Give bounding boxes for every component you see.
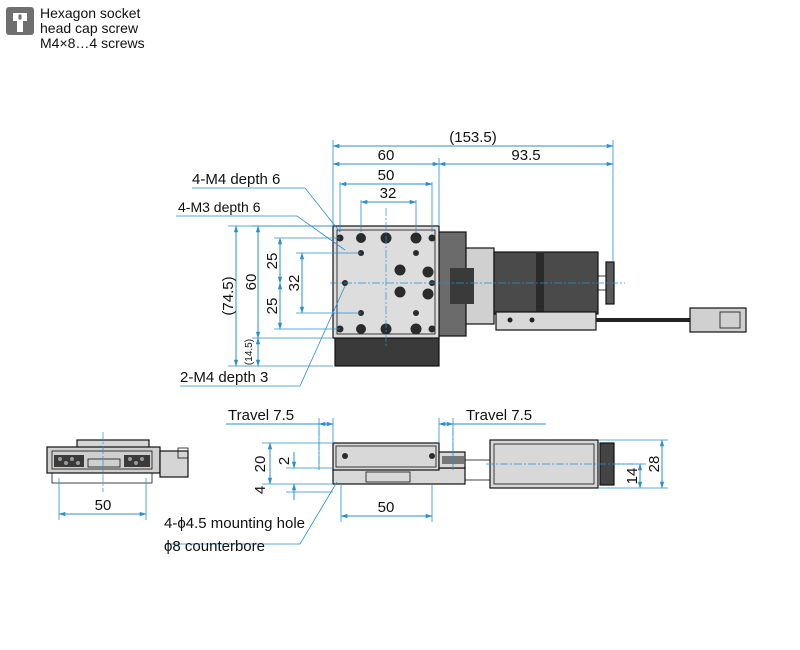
side-dim-14: 14 [624,468,641,485]
label-2-m4-depth-3: 2-M4 depth 3 [180,369,268,386]
side-dim-28: 28 [646,456,663,473]
counterbore-label: ϕ8 counterbore [164,538,265,555]
top-view-connector-detail [450,268,474,304]
label-4-m4-depth-6: 4-M4 depth 6 [192,171,280,188]
screw-note-line-2: head cap screw [40,20,139,36]
screw-note-line-1: Hexagon socket [40,5,141,21]
mounting-hole-label: 4-ϕ4.5 mounting hole [164,515,305,532]
screw-note-text: Hexagon socket head cap screw M4×8…4 scr… [40,6,145,51]
side-dim-4: 4 [252,486,269,494]
side-dim-20: 20 [252,456,269,473]
dim-upper-25: 25 [264,253,281,270]
dim-lower-25: 25 [264,298,281,315]
top-view-base [334,335,440,367]
travel-right-label: Travel 7.5 [466,407,532,424]
hex-socket-screw-icon [6,7,34,35]
dim-holes-50: 50 [378,167,395,184]
label-4-m3-depth-6: 4-M3 depth 6 [178,199,261,215]
end-view-side-block [159,450,189,478]
dim-overall-width: (74.5) [220,276,237,315]
dim-carriage-60: 60 [378,147,395,164]
side-dim-2: 2 [276,457,293,465]
side-view: Travel 7.5 Travel 7.5 20 2 4 50 28 14 4-… [164,407,668,555]
dim-holes-32-vertical: 32 [286,275,303,292]
dim-base-14-5: (14.5) [244,339,255,365]
dim-holes-32: 32 [380,185,397,202]
dim-overall-length: (153.5) [449,129,497,146]
side-dim-50: 50 [378,499,395,516]
screw-note: Hexagon socket head cap screw M4×8…4 scr… [6,6,206,54]
end-view-dim-50: 50 [95,497,112,514]
top-view: (153.5) 60 93.5 50 32 (74.5) 60 25 25 32… [176,129,747,387]
end-view: 50 [46,432,189,520]
dim-motor-93-5: 93.5 [511,147,540,164]
side-view-carriage [332,442,440,471]
travel-left-label: Travel 7.5 [228,407,294,424]
dim-width-60: 60 [243,274,260,291]
screw-note-line-3: M4×8…4 screws [40,35,145,51]
